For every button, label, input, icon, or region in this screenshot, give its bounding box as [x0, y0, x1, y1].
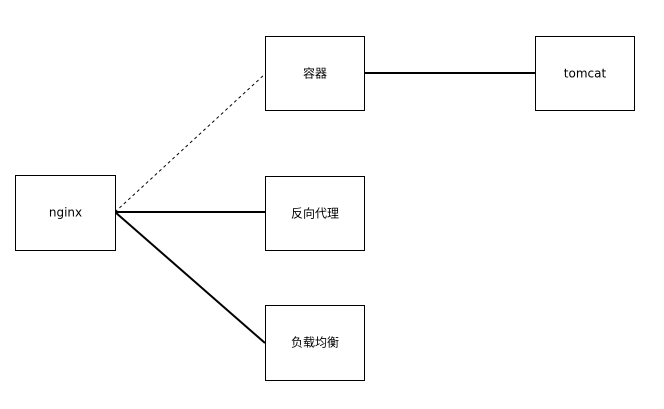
edge-nginx-container — [114, 73, 266, 213]
node-reverse-proxy-label: 反向代理 — [291, 206, 339, 221]
node-tomcat-label: tomcat — [564, 67, 607, 81]
node-load-balance-label: 负载均衡 — [291, 336, 339, 350]
node-nginx-label: nginx — [49, 206, 82, 220]
node-load-balance-box — [265, 305, 365, 381]
node-reverse-proxy-box — [265, 176, 365, 251]
node-nginx-box — [15, 175, 116, 251]
edge-nginx-load-balance — [114, 211, 266, 344]
node-container: 容器 — [265, 36, 365, 111]
node-nginx: nginx — [15, 175, 116, 251]
node-tomcat-box — [535, 36, 635, 111]
node-tomcat: tomcat — [535, 36, 635, 111]
node-container-box — [265, 36, 365, 111]
node-load-balance: 负载均衡 — [265, 305, 365, 381]
node-reverse-proxy: 反向代理 — [265, 176, 365, 251]
node-container-label: 容器 — [303, 66, 327, 81]
